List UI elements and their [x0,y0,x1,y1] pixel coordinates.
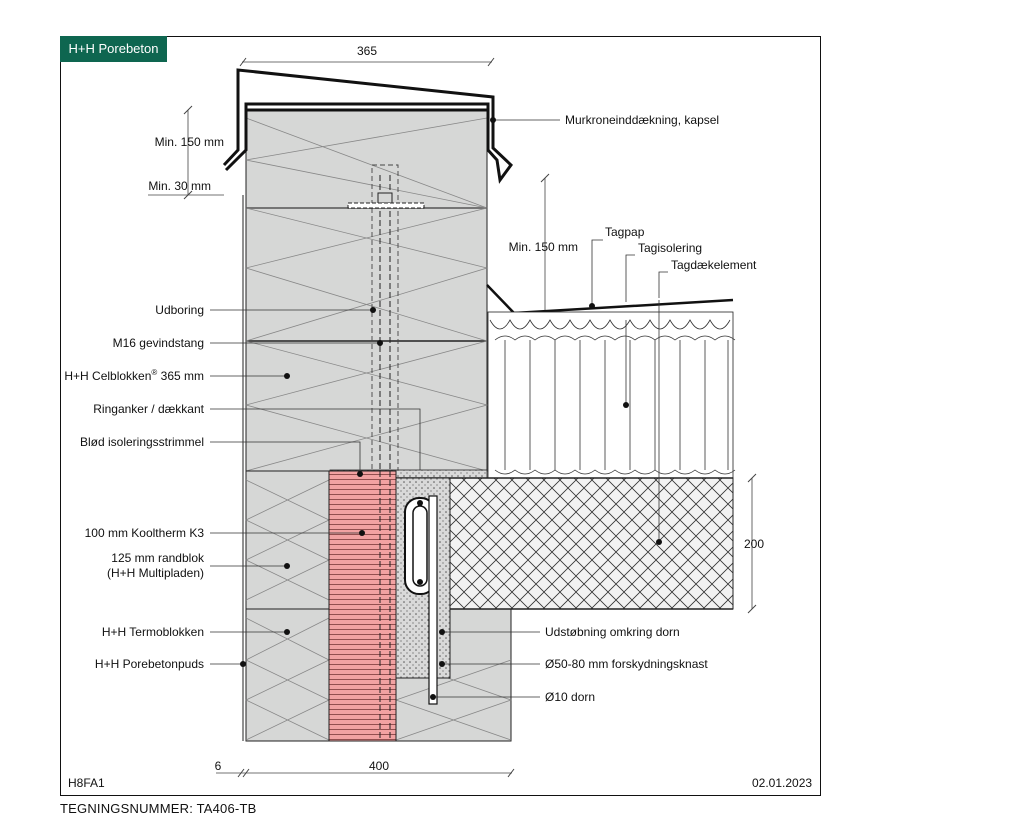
label-termoblokken: H+H Termoblokken [102,625,204,639]
drawing-number: TEGNINGSNUMMER: TA406-TB [60,801,257,816]
celblokken-wall [244,109,489,472]
label-udboring: Udboring [155,303,204,317]
dim-bottom-offset: 6 [215,759,222,773]
label-ringanker: Ringanker / dækkant [93,402,204,416]
label-tagdaekelement: Tagdækelement [671,258,757,272]
dim-min-150-left: Min. 150 mm [155,135,224,149]
dim-bottom-width: 400 [369,759,389,773]
label-capping: Murkroneinddækning, kapsel [565,113,719,127]
label-randblok-1: 125 mm randblok [111,551,205,565]
leader-lines [210,119,668,698]
kooltherm-insulation [328,470,397,742]
label-blod: Blød isoleringsstrimmel [80,435,204,449]
leader-dots [240,117,662,700]
label-tagisolering: Tagisolering [638,241,702,255]
label-dorn: Ø10 dorn [545,690,595,704]
roof-build-up [486,284,736,479]
randblok [245,470,330,610]
dimension-lines [148,57,757,778]
capping [222,68,513,184]
deck-element [395,477,734,705]
drawing-frame [60,36,821,796]
label-tagpap: Tagpap [605,225,645,239]
label-udstobning: Udstøbning omkring dorn [545,625,680,639]
brand-badge: H+H Porebeton [60,36,167,62]
label-knast: Ø50-80 mm forskydningsknast [545,657,708,671]
label-puds: H+H Porebetonpuds [95,657,204,671]
label-celblokken: H+H Celblokken® 365 mm [64,368,204,383]
label-randblok-2: (H+H Multipladen) [107,566,204,580]
dim-top-width: 365 [357,44,377,58]
dim-slab-height: 200 [744,537,764,551]
drawing-id: H8FA1 [68,776,105,790]
label-gevindstang: M16 gevindstang [113,336,204,350]
dim-min-150-right: Min. 150 mm [509,240,578,254]
drawing-date: 02.01.2023 [752,776,813,790]
dim-min-30: Min. 30 mm [148,179,211,193]
label-kooltherm: 100 mm Kooltherm K3 [85,526,205,540]
